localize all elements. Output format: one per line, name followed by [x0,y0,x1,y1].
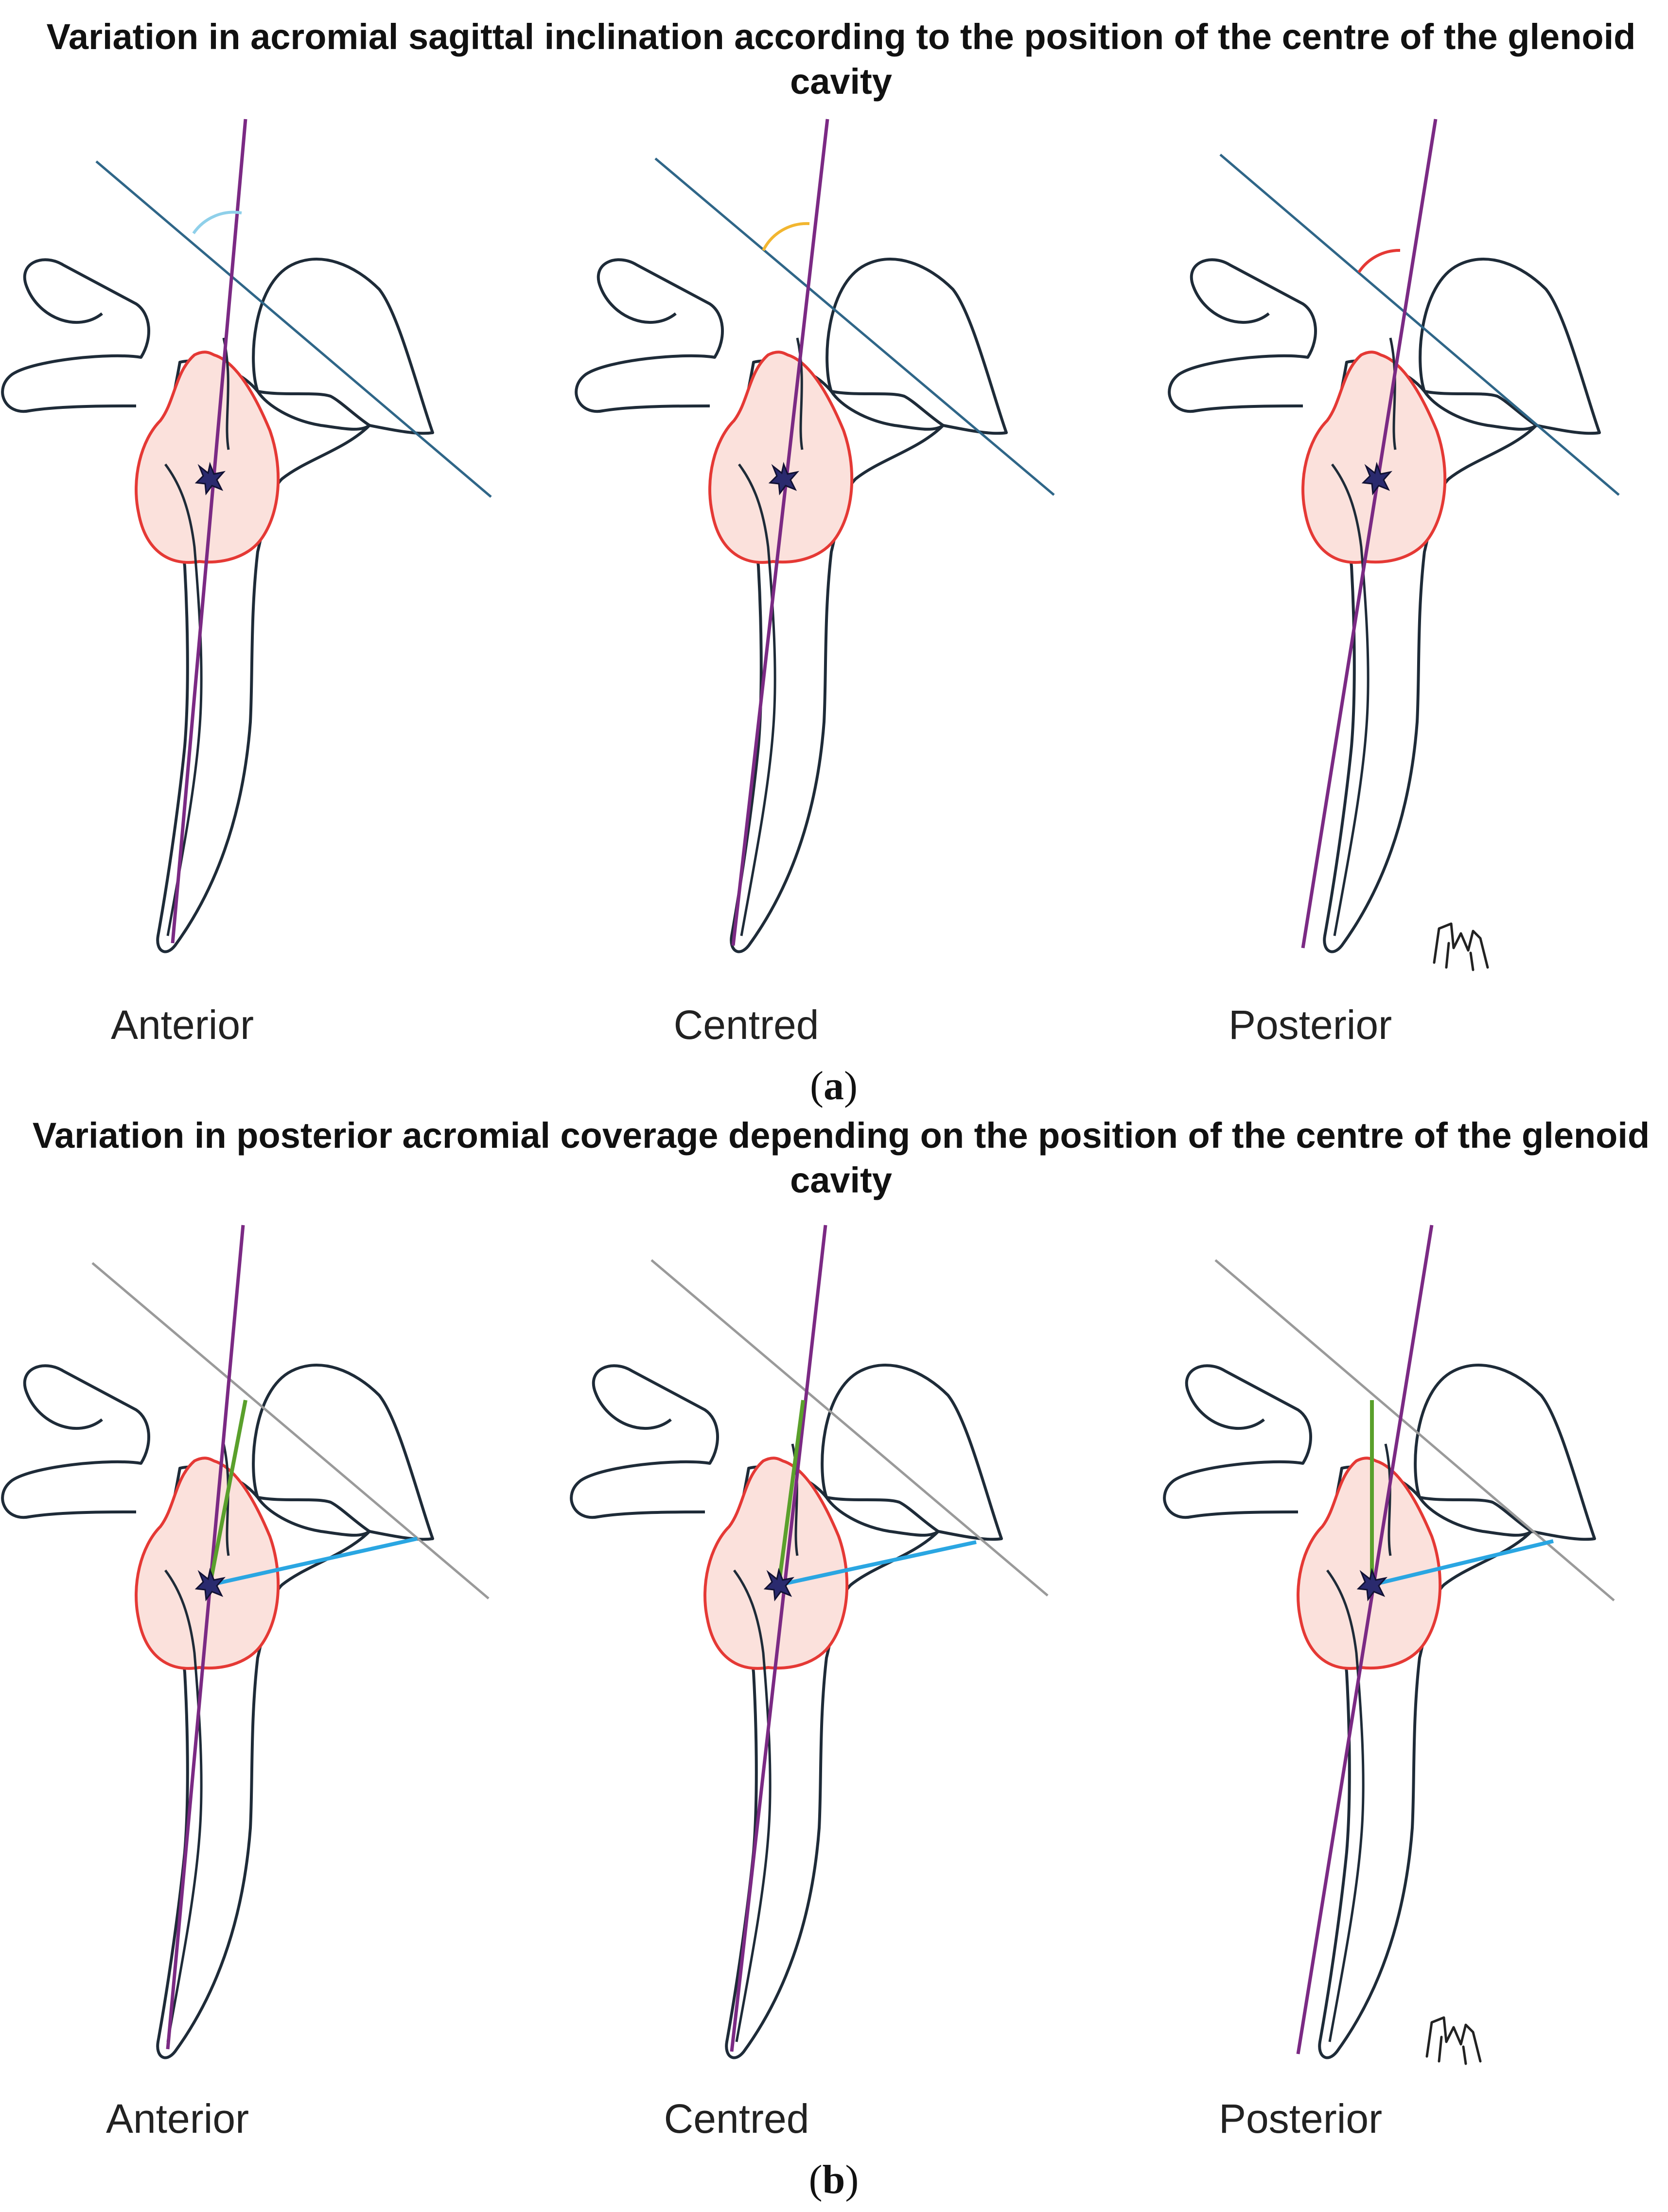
acromial-line [654,158,1055,496]
panel-b-centred-figure [571,1225,1049,2058]
panel-b-letter: (b) [808,2157,859,2202]
panel-a-anterior-figure [2,119,492,952]
scapula-drawing [1169,259,1599,952]
panel-b-label-centred: Centred [664,2096,809,2142]
inclination-angle-arc [762,222,810,251]
coverage-horizontal-segment [1371,1539,1554,1587]
scapula-drawing [571,1365,1001,2058]
scapula-drawing [576,259,1006,952]
panel-b-label-anterior: Anterior [105,2096,249,2142]
glenoid-axis-line [730,1225,827,2052]
glenoid-axis-line [1296,1225,1434,2054]
coverage-vertical-segment [208,1400,247,1585]
glenoid-axis-line [731,119,829,946]
acromial-line [650,1259,1049,1597]
scapula-drawing [2,1365,433,2058]
panel-a-letter: (a) [810,1063,858,1108]
panel-b-letter-text: b [822,2157,845,2202]
panel-a-letter-text: a [824,1063,844,1108]
panel-b-anterior-figure [2,1225,490,2058]
acromial-line [95,160,492,498]
scapula-drawing [2,259,433,952]
panel-a-centred-figure [576,119,1055,952]
scapula-drawing [1164,1365,1595,2058]
glenoid-axis-line [166,1225,245,2050]
coverage-vertical-segment [777,1400,805,1585]
coverage-horizontal-segment [210,1537,418,1587]
acromial-line [91,1262,490,1599]
inclination-angle-arc [1357,248,1401,273]
author-signature-logo [1427,2018,1480,2064]
panel-b-label-posterior: Posterior [1218,2096,1383,2142]
glenoid-axis-line [171,119,247,944]
panel-b-posterior-figure [1164,1225,1615,2064]
panel-a-label-anterior: Anterior [110,1002,254,1048]
panel-a-posterior-figure [1169,119,1620,970]
inclination-angle-arc [192,211,242,234]
panel-a-title: Variation in acromial sagittal inclinati… [46,17,1636,102]
acromial-line [1219,154,1620,496]
panel-a-label-posterior: Posterior [1228,1002,1392,1048]
author-signature-logo [1434,924,1488,970]
panel-a-label-centred: Centred [673,1002,819,1048]
coverage-horizontal-segment [778,1540,977,1587]
panel-b-title: Variation in posterior acromial coverage… [32,1115,1650,1200]
glenoid-axis-line [1301,119,1438,948]
